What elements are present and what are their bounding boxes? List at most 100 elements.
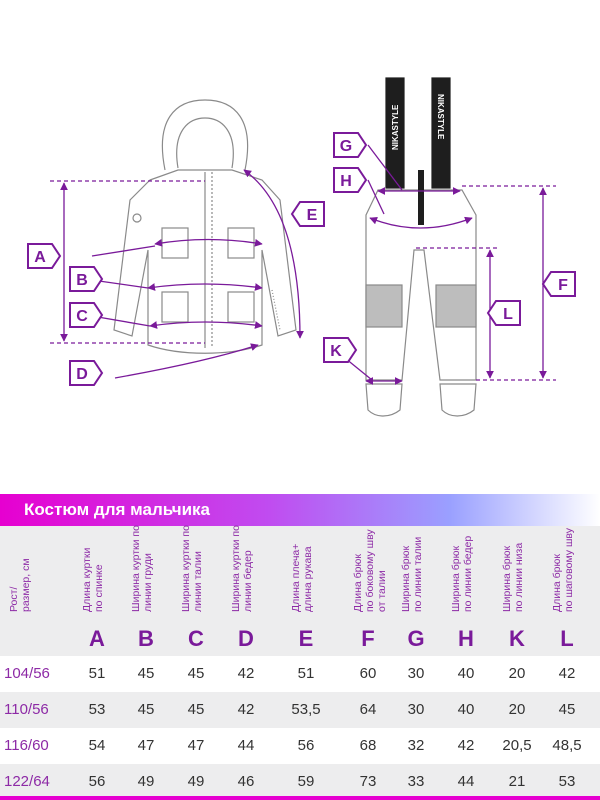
pants-drawing xyxy=(365,77,477,417)
header-letter-k: K xyxy=(509,626,525,651)
value-cell-k: 20 xyxy=(508,665,526,682)
label-e: E xyxy=(290,201,325,227)
value-cell-a: 53 xyxy=(88,701,106,718)
header-desc-d: Ширина куртки по линии бедер xyxy=(230,525,254,612)
svg-text:NIKASTYLE: NIKASTYLE xyxy=(391,104,400,150)
value-cell-a: 51 xyxy=(88,665,106,682)
header-letter-d: D xyxy=(238,626,254,651)
value-cell-l: 42 xyxy=(558,665,576,682)
value-cell-c: 49 xyxy=(187,773,205,790)
value-cell-b: 45 xyxy=(137,665,155,682)
size-cell: 116/60 xyxy=(4,737,49,754)
header-letter-l: L xyxy=(560,626,574,651)
value-cell-a: 56 xyxy=(88,773,106,790)
value-cell-e: 53,5 xyxy=(291,701,321,718)
value-cell-g: 30 xyxy=(407,701,425,718)
label-h: H xyxy=(333,167,368,193)
label-f: F xyxy=(541,271,576,297)
value-cell-k: 21 xyxy=(508,773,526,790)
label-text-d: D xyxy=(76,366,88,383)
value-cell-k: 20 xyxy=(508,701,526,718)
value-cell-g: 32 xyxy=(407,737,425,754)
label-d: D xyxy=(69,360,104,386)
header-letter-c: C xyxy=(188,626,204,651)
value-cell-b: 47 xyxy=(137,737,155,754)
value-cell-f: 68 xyxy=(359,737,377,754)
header-desc-h: Ширина брюк по линии бедер xyxy=(450,535,474,612)
size-diagram: NIKASTYLE NIKASTYLE AB C D E F G H K L xyxy=(27,77,576,417)
label-k: K xyxy=(323,337,358,363)
title-banner: Костюм для мальчика xyxy=(0,494,600,526)
table-row: 104/56 51 45 45 42 51 60 30 40 20 42 xyxy=(0,656,600,692)
label-text-f: F xyxy=(558,277,568,294)
value-cell-h: 40 xyxy=(457,665,475,682)
header-desc-e: Длина плеча+ длина рукава xyxy=(290,543,314,612)
header-desc-f: Длина брюк по боковому шву от талии xyxy=(352,529,388,612)
header-desc-k: Ширина брюк по линии низа xyxy=(501,542,525,612)
value-cell-g: 30 xyxy=(407,665,425,682)
label-text-b: B xyxy=(76,272,88,289)
header-desc-l: Длина брюк по шаговому шву xyxy=(551,528,575,612)
value-cell-e: 56 xyxy=(297,737,315,754)
value-cell-l: 45 xyxy=(558,701,576,718)
bottom-accent-bar xyxy=(0,796,600,800)
value-cell-e: 59 xyxy=(297,773,315,790)
value-cell-d: 42 xyxy=(237,701,255,718)
value-cell-c: 45 xyxy=(187,701,205,718)
value-cell-c: 45 xyxy=(187,665,205,682)
header-desc-b: Ширина куртки по линии груди xyxy=(130,525,154,612)
value-cell-k: 20,5 xyxy=(502,737,532,754)
value-cell-g: 33 xyxy=(407,773,425,790)
svg-text:NIKASTYLE: NIKASTYLE xyxy=(436,94,445,140)
header-desc-g: Ширина брюк по линии талии xyxy=(400,536,424,612)
value-cell-c: 47 xyxy=(187,737,205,754)
header-letter-a: A xyxy=(89,626,105,651)
banner-title: Костюм для мальчика xyxy=(24,500,210,519)
label-text-k: K xyxy=(330,343,342,360)
table-row: 116/60 54 47 47 44 56 68 32 42 20,5 48,5 xyxy=(0,728,600,764)
label-text-l: L xyxy=(503,306,513,323)
value-cell-l: 48,5 xyxy=(552,737,582,754)
strap-text-left: NIKASTYLE xyxy=(391,104,400,150)
value-cell-l: 53 xyxy=(558,773,576,790)
value-cell-h: 42 xyxy=(457,737,475,754)
value-cell-d: 42 xyxy=(237,665,255,682)
value-cell-a: 54 xyxy=(88,737,106,754)
label-l: L xyxy=(486,300,521,326)
table-row: 122/64 56 49 49 46 59 73 33 44 21 53 xyxy=(0,764,600,800)
value-cell-h: 44 xyxy=(457,773,475,790)
header-letter-b: B xyxy=(138,626,154,651)
size-cell: 104/56 xyxy=(4,665,50,682)
value-cell-b: 49 xyxy=(137,773,155,790)
value-cell-f: 73 xyxy=(359,773,377,790)
label-text-g: G xyxy=(340,138,352,155)
table-body: 104/56 51 45 45 42 51 60 30 40 20 42 110/56 53 45 45 42… xyxy=(0,656,600,800)
strap-text-right: NIKASTYLE xyxy=(436,94,445,140)
value-cell-f: 60 xyxy=(359,665,377,682)
value-cell-d: 46 xyxy=(237,773,255,790)
header-letter-f: F xyxy=(361,626,375,651)
header-letter-e: E xyxy=(298,626,314,651)
label-text-c: C xyxy=(76,308,88,325)
measure-labels: AB C D E F G H K L xyxy=(27,132,576,386)
jacket-drawing xyxy=(113,99,297,354)
label-c: C xyxy=(69,302,104,328)
label-text-e: E xyxy=(307,207,318,224)
label-text-h: H xyxy=(340,173,352,190)
value-cell-f: 64 xyxy=(359,701,377,718)
header-desc-c: Ширина куртки по линии талии xyxy=(180,525,204,612)
header-size-label: Рост/ размер, см xyxy=(8,558,32,612)
value-cell-d: 44 xyxy=(237,737,255,754)
label-g: G xyxy=(333,132,368,158)
jacket-measurements xyxy=(50,169,304,379)
size-cell: 122/64 xyxy=(4,773,50,790)
header-letter-h: H xyxy=(458,626,474,651)
label-a: A xyxy=(27,243,62,269)
header-desc-a: Длина куртки по спинке xyxy=(81,547,105,612)
header-letter-g: G xyxy=(407,626,425,651)
label-b: B xyxy=(69,266,104,292)
value-cell-e: 51 xyxy=(297,665,315,682)
size-cell: 110/56 xyxy=(4,701,49,718)
